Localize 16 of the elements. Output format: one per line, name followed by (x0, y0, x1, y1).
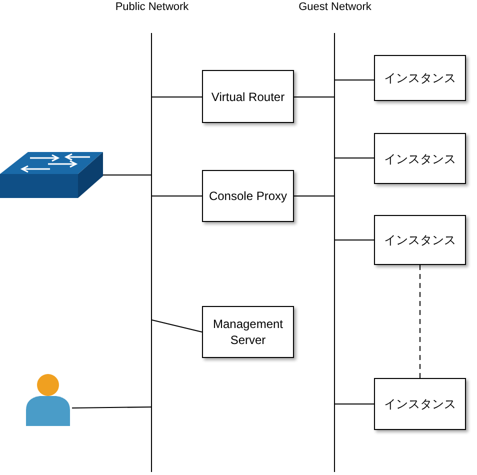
instance-box: インスタンス (374, 215, 466, 265)
network-label: Guest Network (298, 1, 372, 13)
person-drawing (24, 372, 72, 426)
instance-box: インスタンス (374, 378, 466, 430)
server-box: Console Proxy (202, 170, 294, 222)
server-box: Virtual Router (202, 70, 294, 123)
network-switch-drawing (0, 150, 103, 200)
connector-line (294, 96, 336, 98)
connector-line (152, 96, 202, 98)
connector-line (72, 406, 152, 408)
instance-box: インスタンス (374, 133, 466, 184)
network-label: Public Network (114, 1, 190, 13)
instance-box: インスタンス (374, 55, 466, 101)
connector-line (102, 174, 152, 176)
server-box: Management Server (202, 306, 294, 358)
connector-line (152, 320, 202, 332)
